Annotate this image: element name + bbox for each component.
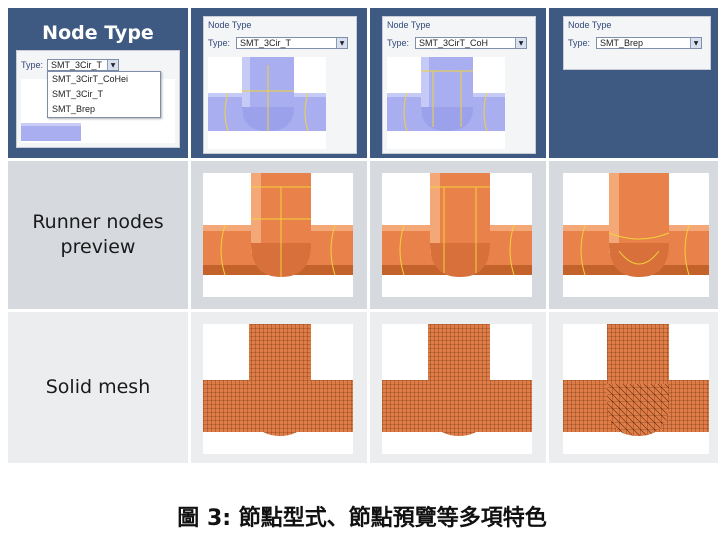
row-label-mesh: Solid mesh bbox=[8, 312, 188, 463]
node-type-panel: Type: SMT_3Cir_T ▼ SMT_3CirT_CoHei SMT_3… bbox=[16, 50, 180, 148]
row-label-line: preview bbox=[60, 236, 136, 258]
model-viewport bbox=[387, 57, 505, 149]
chevron-down-icon[interactable]: ▼ bbox=[336, 38, 347, 48]
node-type-panel: Node Type Type: SMT_3CirT_CoH ▼ bbox=[382, 16, 536, 154]
node-type-title: Node Type bbox=[42, 22, 154, 44]
type-label: Type: bbox=[387, 38, 410, 48]
header-title-cell: Node Type Type: SMT_3Cir_T ▼ SMT_3CirT_C… bbox=[8, 8, 188, 158]
panel-title: Node Type bbox=[568, 20, 612, 30]
header-cell-col3: Node Type Type: SMT_3CirT_CoH ▼ bbox=[370, 8, 546, 158]
mesh-cell-col3 bbox=[370, 312, 546, 463]
mesh-preview bbox=[203, 324, 353, 436]
type-label: Type: bbox=[21, 60, 44, 70]
type-select-value: SMT_3Cir_T bbox=[240, 38, 292, 48]
header-cell-col4: Node Type Type: SMT_Brep ▼ bbox=[549, 8, 718, 158]
type-select-value: SMT_Brep bbox=[600, 38, 644, 48]
type-label: Type: bbox=[208, 38, 231, 48]
mesh-preview bbox=[563, 324, 709, 436]
dropdown-option[interactable]: SMT_3CirT_CoHei bbox=[52, 74, 129, 84]
row-label-line: Runner nodes bbox=[32, 211, 164, 233]
chevron-down-icon[interactable]: ▼ bbox=[690, 38, 701, 48]
pipe-preview-blue bbox=[208, 57, 326, 132]
row-label-line: Solid mesh bbox=[45, 376, 151, 398]
mesh-cell-col4 bbox=[549, 312, 718, 463]
type-label: Type: bbox=[568, 38, 591, 48]
model-viewport bbox=[203, 324, 353, 454]
comparison-table: Node Type Type: SMT_3Cir_T ▼ SMT_3CirT_C… bbox=[8, 8, 718, 463]
figure-caption: 圖 3: 節點型式、節點預覽等多項特色 bbox=[177, 506, 547, 531]
preview-cell-col4 bbox=[549, 161, 718, 309]
preview-cell-col2 bbox=[191, 161, 367, 309]
node-type-panel: Node Type Type: SMT_Brep ▼ bbox=[563, 16, 711, 70]
model-viewport bbox=[382, 173, 532, 297]
dropdown-option[interactable]: SMT_3Cir_T bbox=[52, 89, 104, 99]
type-select[interactable]: SMT_3Cir_T ▼ bbox=[236, 37, 348, 49]
row-label-preview: Runner nodes preview bbox=[8, 161, 188, 309]
model-viewport bbox=[563, 324, 709, 454]
chevron-down-icon[interactable]: ▼ bbox=[515, 38, 526, 48]
panel-title: Node Type bbox=[208, 20, 252, 30]
mesh-preview bbox=[382, 324, 532, 436]
panel-title: Node Type bbox=[387, 20, 431, 30]
type-select[interactable]: SMT_Brep ▼ bbox=[596, 37, 702, 49]
node-type-panel: Node Type Type: SMT_3Cir_T ▼ bbox=[203, 16, 357, 154]
header-cell-col2: Node Type Type: SMT_3Cir_T ▼ bbox=[191, 8, 367, 158]
type-dropdown-list: SMT_3CirT_CoHei SMT_3Cir_T SMT_Brep bbox=[47, 71, 161, 118]
type-select-value: SMT_3Cir_T bbox=[51, 60, 103, 70]
dropdown-option[interactable]: SMT_Brep bbox=[52, 104, 96, 114]
pipe-preview-orange bbox=[382, 173, 532, 277]
type-select[interactable]: SMT_3Cir_T ▼ bbox=[47, 59, 119, 71]
model-viewport bbox=[563, 173, 709, 297]
chevron-down-icon[interactable]: ▼ bbox=[107, 60, 118, 70]
model-viewport bbox=[208, 57, 326, 149]
type-select[interactable]: SMT_3CirT_CoH ▼ bbox=[415, 37, 527, 49]
pipe-preview bbox=[21, 123, 81, 141]
type-select-value: SMT_3CirT_CoH bbox=[419, 38, 489, 48]
mesh-cell-col2 bbox=[191, 312, 367, 463]
pipe-preview-orange bbox=[563, 173, 709, 277]
pipe-preview-orange bbox=[203, 173, 353, 277]
preview-cell-col3 bbox=[370, 161, 546, 309]
model-viewport bbox=[382, 324, 532, 454]
pipe-preview-blue bbox=[387, 57, 505, 132]
model-viewport bbox=[203, 173, 353, 297]
